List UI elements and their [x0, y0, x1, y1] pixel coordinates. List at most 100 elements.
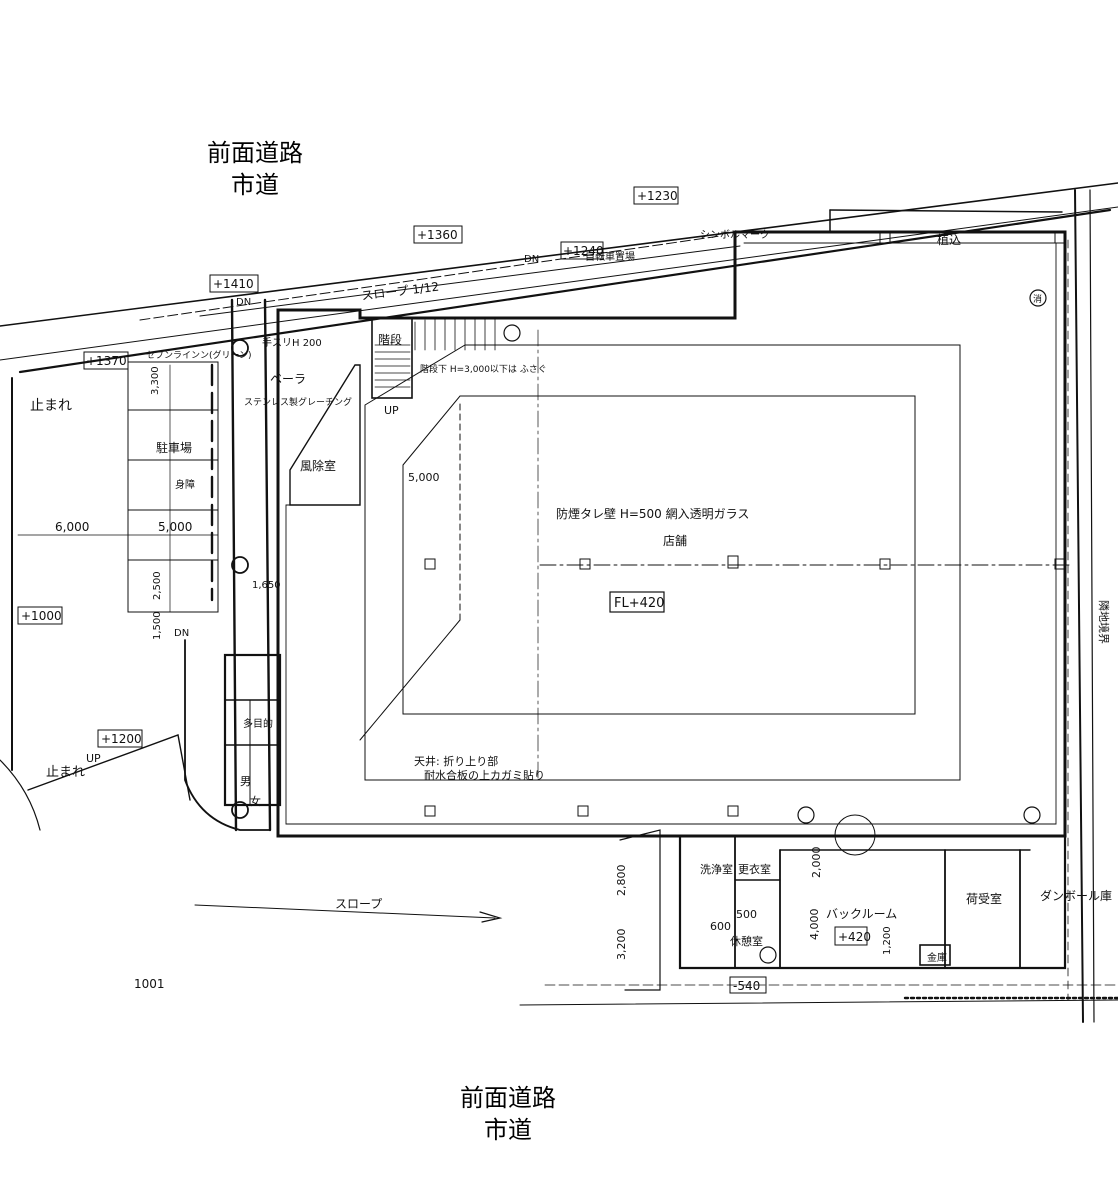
- dim-4000: 4,000: [808, 909, 821, 941]
- dn-label-3: DN: [174, 628, 189, 639]
- level-m540: -540: [733, 979, 760, 993]
- windbreak-room: [289, 364, 361, 506]
- seven-green-label: セブンラインン(グリーン): [146, 349, 252, 361]
- dim-6000: 6,000: [55, 520, 89, 534]
- fire-mark: [1023, 806, 1041, 824]
- level-tag-box: [413, 225, 463, 244]
- level-1230: +1230: [637, 189, 678, 203]
- locker-label: 更衣室: [738, 862, 771, 876]
- lower-ramp-curve: [27, 734, 191, 801]
- dim-500: 500: [736, 908, 757, 921]
- dim-3200: 3,200: [615, 929, 628, 961]
- column: [879, 232, 891, 244]
- handrail-label: 手スリH 200: [262, 336, 322, 349]
- column: [879, 558, 891, 570]
- store-label: 店舗: [663, 534, 687, 548]
- ceiling-note-2: 耐水合板の上カガミ貼り: [424, 768, 545, 782]
- dim-3300: 3,300: [150, 366, 161, 395]
- top-road-type: 市道: [231, 171, 279, 199]
- smoke-wall-label: 防煙タレ壁 H=500 網入透明ガラス: [556, 506, 749, 521]
- backroom-label: バックルーム: [826, 907, 897, 921]
- planting-edge: [829, 209, 1063, 213]
- dim-line-bottom: [519, 999, 1118, 1006]
- column-round: [231, 801, 249, 819]
- entrance-wall: [263, 298, 272, 832]
- boundary-label: 隣地境界: [1097, 600, 1111, 644]
- column-round: [231, 556, 249, 574]
- level-1200: +1200: [101, 732, 142, 746]
- slope-bottom-label: スロープ: [335, 897, 382, 911]
- stairs-label: 階段: [378, 332, 402, 347]
- level-tag-box: [609, 591, 665, 613]
- back-rooms: [678, 834, 1067, 970]
- column: [1054, 558, 1066, 570]
- dim-1001: 1001: [134, 977, 165, 991]
- toilet-block: [223, 653, 282, 807]
- level-tag-box: [83, 351, 129, 370]
- column: [579, 558, 591, 570]
- column-round: [231, 339, 249, 357]
- fire-mark: [1029, 289, 1047, 307]
- bicycle-label: 自転車置場: [585, 250, 635, 263]
- level-1370: +1370: [86, 354, 127, 368]
- entrance-wall-2: [230, 298, 238, 832]
- unloading-label: 荷受室: [966, 891, 1002, 906]
- column: [727, 805, 739, 817]
- dim-2800: 2,800: [615, 865, 628, 897]
- fire-mark: [797, 806, 815, 824]
- staff-wc-label: 洗浄室: [700, 862, 733, 876]
- disabled-label: 身障: [175, 478, 195, 491]
- column: [424, 558, 436, 570]
- dn-label-1: DN: [524, 254, 539, 265]
- top-road-caption: 前面道路 市道: [180, 137, 330, 201]
- dn-label-2: DN: [236, 297, 251, 308]
- stair-note-label: 階段下 H=3,000以下は ふさぐ: [420, 363, 547, 375]
- ceiling-outer: [364, 344, 961, 781]
- dim-5000b: 5,000: [408, 471, 440, 484]
- level-tag-box: [729, 976, 767, 994]
- safe-box: [919, 944, 951, 966]
- service-ramp: [619, 829, 661, 991]
- level-420b: +420: [838, 930, 871, 944]
- fire-mark: [759, 946, 777, 964]
- ceiling-diag-1: [359, 619, 461, 741]
- dim-1650: 1,650: [252, 580, 281, 591]
- up-label-1: UP: [384, 404, 399, 417]
- boundary-right: [1074, 189, 1084, 1023]
- top-road-name: 前面道路: [207, 139, 303, 167]
- column: [727, 555, 739, 569]
- bottom-left-curve: [184, 639, 271, 831]
- dim-2000: 2,000: [810, 847, 823, 879]
- door-swing: [834, 814, 876, 856]
- level-tag-box: [97, 729, 143, 748]
- level-1240: +1240: [563, 244, 604, 258]
- safe-label: 金庫: [927, 951, 947, 964]
- bottom-road-type: 市道: [484, 1116, 532, 1144]
- level-1360: +1360: [417, 228, 458, 242]
- column: [577, 805, 589, 817]
- planting-label: 植込: [937, 232, 961, 247]
- symbol-mark-label: シンボルマーク: [700, 229, 770, 241]
- rest-label: 休憩室: [730, 934, 763, 948]
- column: [1054, 232, 1066, 244]
- dim-5000a: 5,000: [158, 520, 192, 534]
- road-edge-line: [0, 182, 1118, 327]
- ramp-arrow: [194, 904, 496, 919]
- level-tag-box: [633, 186, 679, 205]
- up-label-2: UP: [86, 752, 101, 765]
- level-tag-box: [209, 274, 259, 293]
- level-fl420: FL+420: [614, 596, 664, 611]
- level-1410: +1410: [213, 277, 254, 291]
- dim-1200: 1,200: [882, 926, 893, 955]
- level-tag-box: [560, 241, 604, 260]
- stop-left-label: 止まれ: [30, 398, 72, 414]
- road-curb-line: [0, 206, 1118, 361]
- ramp-arrow-head: [479, 911, 503, 923]
- stair-box: [371, 317, 413, 399]
- column: [424, 805, 436, 817]
- slope-line: [139, 235, 721, 321]
- slope-top-label: スロープ 1/12: [361, 280, 440, 303]
- ceiling-note-1: 天井: 折り上り部: [414, 754, 498, 768]
- store-outline: [276, 230, 1067, 838]
